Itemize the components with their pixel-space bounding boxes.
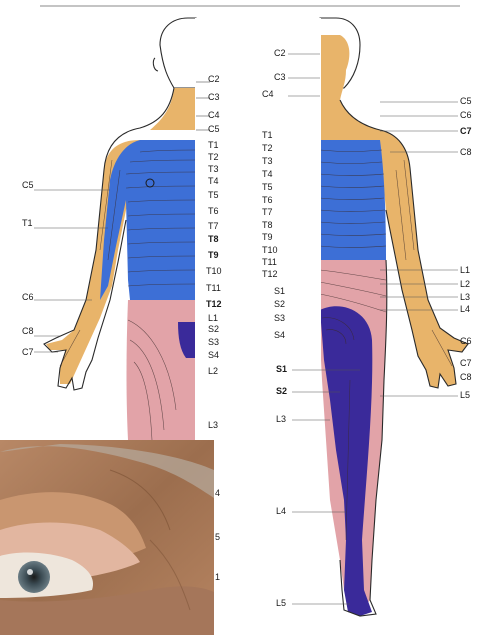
back-label: T8 bbox=[262, 220, 273, 230]
eye-highlight bbox=[27, 569, 33, 575]
front-label: S4 bbox=[208, 350, 219, 360]
back-label: L3 bbox=[460, 292, 470, 302]
back-label: T4 bbox=[262, 169, 273, 179]
back-body bbox=[320, 18, 468, 620]
back-label: L3 bbox=[276, 414, 286, 424]
front-label: C4 bbox=[208, 110, 220, 120]
front-label: T2 bbox=[208, 152, 219, 162]
back-label: C6 bbox=[460, 110, 472, 120]
front-label: C5 bbox=[22, 180, 34, 190]
back-label: S2 bbox=[276, 386, 287, 396]
front-label: T10 bbox=[206, 266, 222, 276]
back-thoracic-region bbox=[320, 140, 386, 260]
front-label: T7 bbox=[208, 221, 219, 231]
back-label: T7 bbox=[262, 207, 273, 217]
back-label: L5 bbox=[276, 598, 286, 608]
front-label: L2 bbox=[208, 366, 218, 376]
back-label: C8 bbox=[460, 372, 472, 382]
back-labels-right: C5 C6 C7 C8 L1 L2 L3 L4 C6 C7 C8 L5 bbox=[460, 96, 472, 400]
back-neck-region bbox=[320, 70, 346, 100]
front-label: 1 bbox=[215, 572, 220, 582]
photo-edge-labels: 4 5 1 bbox=[215, 488, 220, 582]
front-label: 5 bbox=[215, 532, 220, 542]
back-label: C6 bbox=[460, 336, 472, 346]
back-labels-left: C2 C3 C4 T1 T2 T3 T4 T5 T6 T7 T8 T9 T10 … bbox=[262, 48, 287, 608]
back-label: T9 bbox=[262, 232, 273, 242]
back-label: T10 bbox=[262, 245, 278, 255]
back-label: T2 bbox=[262, 143, 273, 153]
back-label: C7 bbox=[460, 126, 472, 136]
back-label: S1 bbox=[274, 286, 285, 296]
back-label: L4 bbox=[460, 304, 470, 314]
eye-iris bbox=[18, 561, 50, 593]
back-head-region bbox=[320, 35, 349, 70]
front-label: L1 bbox=[208, 313, 218, 323]
front-label: T4 bbox=[208, 176, 219, 186]
back-label: T11 bbox=[262, 257, 277, 267]
back-label: C7 bbox=[460, 358, 472, 368]
back-label: S4 bbox=[274, 330, 285, 340]
front-label: S3 bbox=[208, 337, 219, 347]
front-label: T1 bbox=[208, 140, 219, 150]
front-label: C6 bbox=[22, 292, 34, 302]
back-label: L1 bbox=[460, 265, 470, 275]
back-label: S1 bbox=[276, 364, 287, 374]
front-head bbox=[160, 18, 196, 88]
front-label: C5 bbox=[208, 124, 220, 134]
back-label: T12 bbox=[262, 269, 278, 279]
front-label: T12 bbox=[206, 299, 222, 309]
back-label: C3 bbox=[274, 72, 286, 82]
front-label: T11 bbox=[206, 283, 221, 293]
front-labels-left: C5 T1 C6 C8 C7 bbox=[22, 180, 34, 357]
front-label: C3 bbox=[208, 92, 220, 102]
front-labels-right: C2 C3 C4 C5 T1 T2 T3 T4 T5 T6 T7 T8 T9 T… bbox=[206, 74, 222, 430]
back-label: L5 bbox=[460, 390, 470, 400]
back-label: L2 bbox=[460, 279, 470, 289]
front-label: L3 bbox=[208, 420, 218, 430]
front-label: T6 bbox=[208, 206, 219, 216]
front-label: T8 bbox=[208, 234, 219, 244]
back-label: L4 bbox=[276, 506, 286, 516]
front-label: C8 bbox=[22, 326, 34, 336]
front-label: T5 bbox=[208, 190, 219, 200]
front-label: C7 bbox=[22, 347, 34, 357]
back-label: C4 bbox=[262, 89, 274, 99]
front-label: T3 bbox=[208, 164, 219, 174]
back-label: C8 bbox=[460, 147, 472, 157]
front-lumbar-region bbox=[127, 300, 197, 440]
eye-photo-overlay bbox=[0, 440, 214, 635]
front-label: S2 bbox=[208, 324, 219, 334]
back-label: T3 bbox=[262, 156, 273, 166]
back-label: T6 bbox=[262, 195, 273, 205]
front-label: 4 bbox=[215, 488, 220, 498]
back-label: S3 bbox=[274, 313, 285, 323]
back-label: T5 bbox=[262, 182, 273, 192]
back-label: S2 bbox=[274, 299, 285, 309]
front-label: C2 bbox=[208, 74, 220, 84]
front-label: T9 bbox=[208, 250, 219, 260]
back-label: C5 bbox=[460, 96, 472, 106]
back-label: T1 bbox=[262, 130, 273, 140]
front-body bbox=[44, 18, 196, 440]
front-ear bbox=[153, 58, 158, 71]
back-label: C2 bbox=[274, 48, 286, 58]
front-label: T1 bbox=[22, 218, 33, 228]
